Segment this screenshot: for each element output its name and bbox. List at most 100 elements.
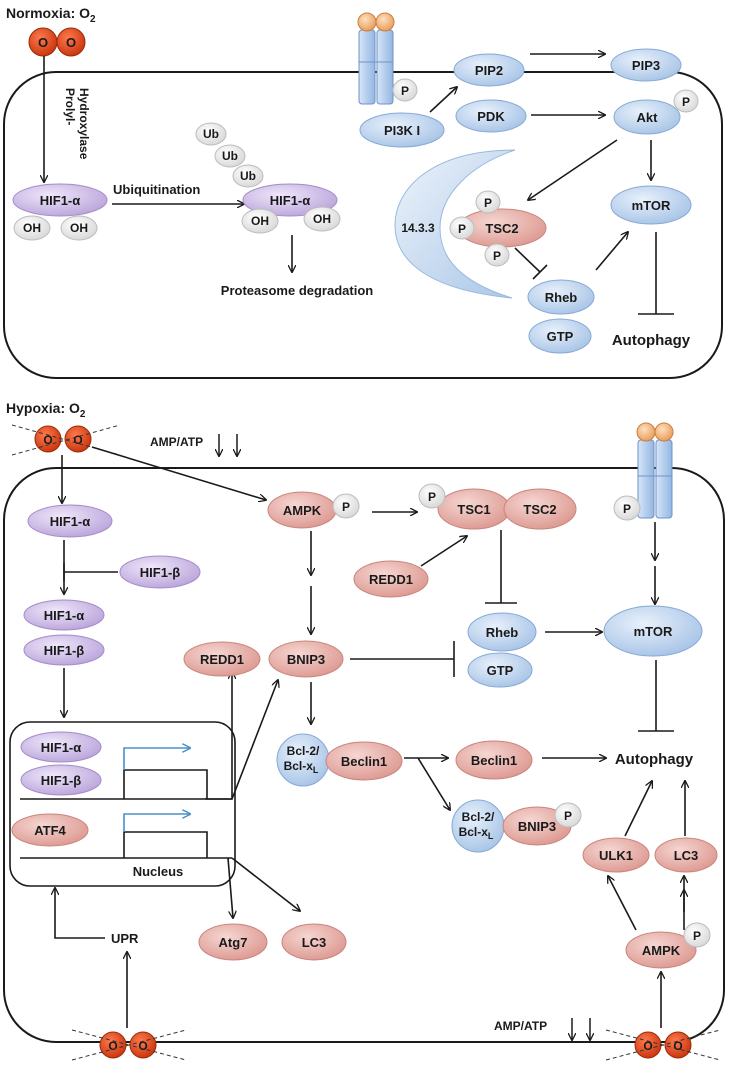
- tsc-complex: TSC1 TSC2: [437, 488, 577, 530]
- arrow-redd1-tsc: [420, 536, 467, 567]
- arrow-to-atg7: [227, 857, 233, 918]
- nucleus-hif1b: HIF1-β: [20, 764, 102, 796]
- arrow-pi3k-pip2: [429, 87, 457, 113]
- upr-label: UPR: [111, 931, 139, 946]
- svg-text:Ub: Ub: [240, 169, 256, 183]
- dna-strand-atf4: [20, 814, 232, 859]
- akt-node: Akt: [613, 99, 681, 135]
- hypoxia-oxygen-bottom-right: O O: [605, 1029, 721, 1061]
- svg-text:AMPK: AMPK: [642, 943, 681, 958]
- oh-badge: OH: [60, 215, 98, 241]
- svg-text:Beclin1: Beclin1: [341, 754, 387, 769]
- normoxia-rheb: Rheb: [527, 279, 595, 315]
- svg-text:Bcl-xL: Bcl-xL: [459, 825, 494, 841]
- nucleus-label: Nucleus: [133, 864, 184, 879]
- ampk-bottom-phospho: P: [683, 922, 711, 948]
- ubiquitination-label: Ubiquitination: [113, 182, 200, 197]
- svg-text:OH: OH: [251, 214, 269, 228]
- hif-dimer-beta: HIF1-β: [23, 634, 105, 666]
- hypoxia-rheb: Rheb: [467, 612, 537, 652]
- arrow-o2-ampk: [91, 446, 266, 500]
- amp-atp-arrows-bottom: [572, 1018, 590, 1040]
- tsc2-phospho: P: [484, 243, 510, 267]
- inhibit-tsc2-rheb: [514, 247, 548, 280]
- svg-text:PIP3: PIP3: [632, 58, 660, 73]
- amp-atp-label-top: AMP/ATP: [150, 435, 203, 449]
- hif1b-join-connector: [63, 563, 118, 581]
- svg-text:OH: OH: [70, 221, 88, 235]
- hypoxia-lc3-left: LC3: [281, 923, 347, 961]
- hypoxia-ampk-top: AMPK: [267, 491, 337, 529]
- hypoxia-gtp: GTP: [467, 652, 533, 688]
- normoxia-hif1a: HIF1-α: [12, 183, 108, 217]
- proteasome-label: Proteasome degradation: [221, 283, 373, 298]
- tsc2-phospho: P: [449, 216, 475, 240]
- tsc2-phospho: P: [475, 190, 501, 214]
- svg-text:HIF1-α: HIF1-α: [270, 193, 311, 208]
- pi3k-node: PI3K I: [359, 112, 445, 148]
- svg-text:REDD1: REDD1: [200, 652, 244, 667]
- normoxia-oxygen: O O: [28, 27, 86, 57]
- svg-text:Beclin1: Beclin1: [471, 753, 517, 768]
- svg-text:Rheb: Rheb: [545, 290, 578, 305]
- bcl2-complex: Bcl-2/ Bcl-xL: [276, 733, 330, 787]
- ub-tag: Ub: [195, 122, 227, 146]
- crescent-14-3-3: [394, 149, 516, 299]
- receptor-phospho-hypoxia: P: [613, 495, 641, 521]
- svg-text:mTOR: mTOR: [632, 198, 671, 213]
- svg-text:P: P: [623, 502, 631, 516]
- pip3-node: PIP3: [610, 48, 682, 82]
- svg-text:LC3: LC3: [302, 935, 327, 950]
- arrow-to-redd1: [205, 672, 232, 800]
- nucleus-atf4: ATF4: [11, 813, 89, 847]
- oh-badge: OH: [241, 208, 279, 234]
- svg-text:HIF1-α: HIF1-α: [40, 193, 81, 208]
- svg-text:Bcl-2/: Bcl-2/: [287, 744, 320, 758]
- normoxia-tsc2: TSC2: [457, 208, 547, 248]
- arrow-to-lc3-left: [231, 857, 300, 911]
- hypoxia-title: Hypoxia: O2: [6, 400, 86, 420]
- svg-text:O: O: [643, 1039, 652, 1053]
- normoxia-receptor: [357, 12, 395, 105]
- svg-text:P: P: [564, 809, 572, 823]
- hif-dimer-alpha: HIF1-α: [23, 599, 105, 631]
- svg-text:P: P: [458, 222, 466, 236]
- inhibit-mtor-autophagy: [638, 232, 674, 315]
- hypoxia-cell-membrane: [3, 467, 725, 1043]
- arrow-rheb-mtor: [595, 232, 628, 271]
- svg-text:HIF1-α: HIF1-α: [41, 740, 82, 755]
- hypoxia-oxygen-bottom-left: O O: [71, 1029, 187, 1061]
- svg-text:HIF1-α: HIF1-α: [50, 514, 91, 529]
- prolyl-hydroxylase-label: Prolyl-Hydroxylase: [63, 88, 91, 160]
- nucleus-hif1a: HIF1-α: [20, 731, 102, 763]
- svg-text:O: O: [138, 1039, 147, 1053]
- svg-text:ATF4: ATF4: [34, 823, 66, 838]
- svg-text:Bcl-2/: Bcl-2/: [462, 810, 495, 824]
- hypoxia-bnip3-center: BNIP3: [268, 640, 344, 678]
- svg-text:P: P: [428, 490, 436, 504]
- svg-text:TSC2: TSC2: [485, 221, 518, 236]
- svg-text:P: P: [693, 929, 701, 943]
- svg-text:AMPK: AMPK: [283, 503, 322, 518]
- ub-tag: Ub: [214, 144, 246, 168]
- hypoxia-receptor: [636, 422, 674, 519]
- hypoxia-hif1b: HIF1-β: [119, 555, 201, 589]
- beclin1-bound: Beclin1: [325, 741, 403, 781]
- pdk-node: PDK: [455, 99, 527, 133]
- oh-badge: OH: [13, 215, 51, 241]
- svg-text:HIF1-β: HIF1-β: [44, 643, 85, 658]
- beclin1-free: Beclin1: [455, 740, 533, 780]
- svg-text:OH: OH: [313, 212, 331, 226]
- svg-text:ULK1: ULK1: [599, 848, 633, 863]
- arrow-upr-nucleus: [55, 888, 105, 939]
- inhibit-bnip3-rheb: [350, 641, 455, 677]
- svg-text:P: P: [342, 500, 350, 514]
- svg-text:GTP: GTP: [547, 329, 574, 344]
- svg-text:Atg7: Atg7: [219, 935, 248, 950]
- svg-text:PDK: PDK: [477, 109, 505, 124]
- hypoxia-ulk1: ULK1: [582, 837, 650, 873]
- dna-strand-hif: [20, 748, 232, 800]
- arrow-to-bnip3: [231, 680, 278, 800]
